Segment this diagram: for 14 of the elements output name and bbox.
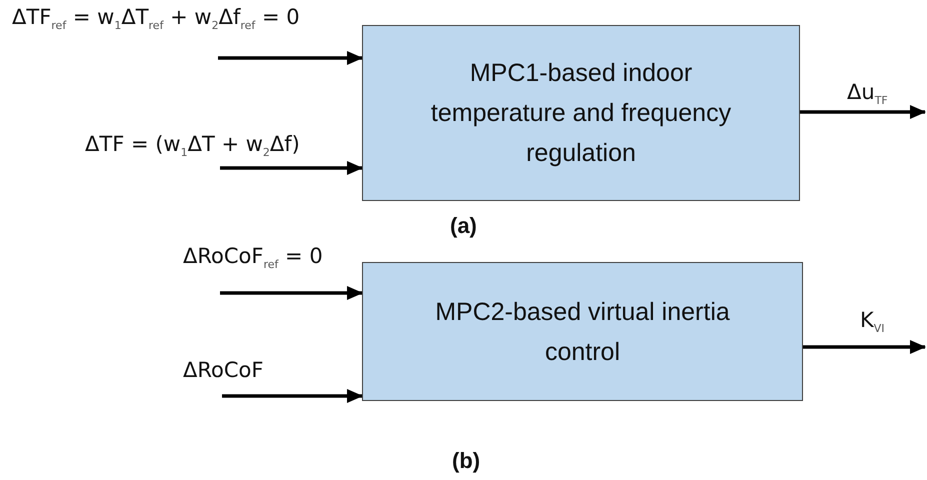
signal-label: ΔTF$_{ref}$ = w$_{1}$ΔT$_{ref}$ + w$_{2}$Δf$_{ref}$ = 0 xyxy=(12,5,300,32)
panel-label: (a) xyxy=(450,213,477,239)
arrow xyxy=(800,105,926,119)
box-text: MPC2-based virtual inertia control xyxy=(434,296,731,368)
process-box xyxy=(362,25,800,201)
process-box xyxy=(362,262,803,401)
box-text: MPC1-based indoor temperature and frequency regulation xyxy=(430,58,732,169)
arrow xyxy=(222,389,363,403)
arrow xyxy=(803,340,926,354)
arrow xyxy=(218,51,363,65)
arrow xyxy=(220,161,363,175)
signal-label: ΔRoCoF$_{ref}$ = 0 xyxy=(183,244,323,272)
panel-label: (b) xyxy=(452,448,480,474)
arrow xyxy=(220,286,363,300)
